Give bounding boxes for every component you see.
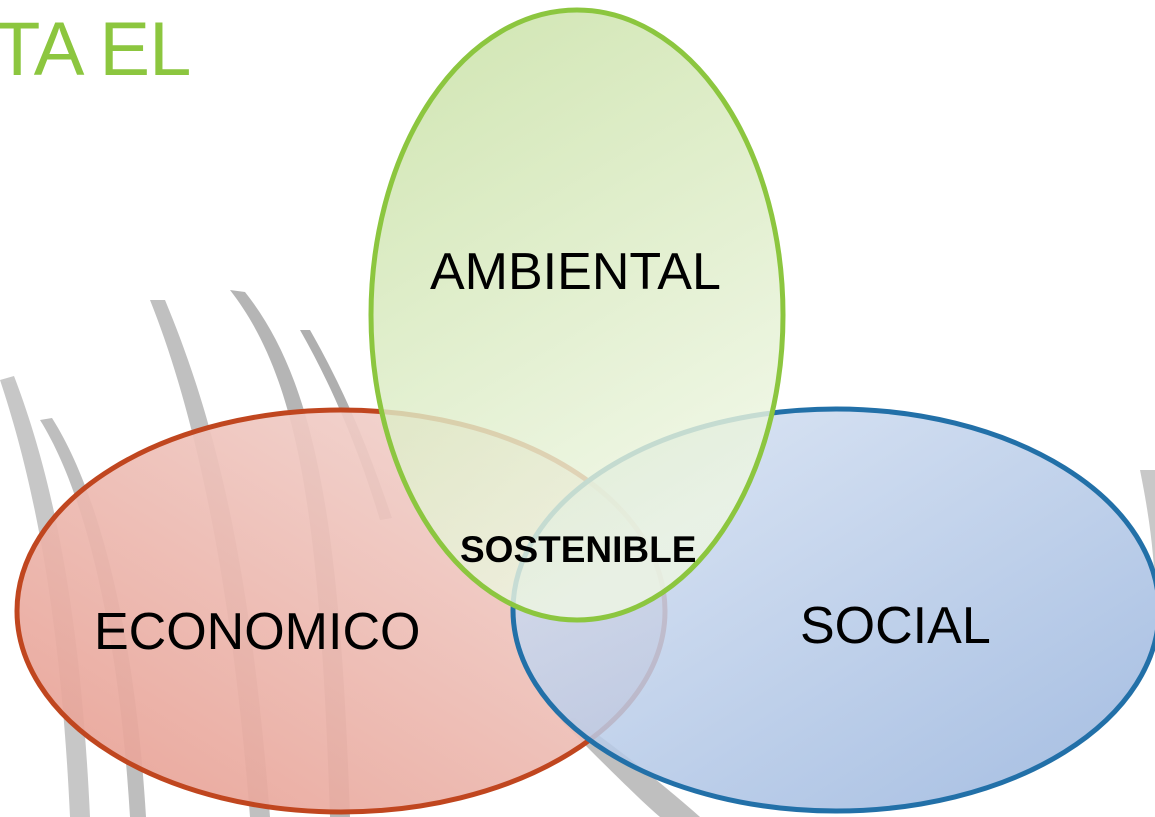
ambiental-circle (368, 7, 786, 623)
sostenible-label: SOSTENIBLE (460, 529, 697, 570)
slide-title-fragment: TA EL (0, 7, 191, 92)
social-label: SOCIAL (800, 597, 991, 655)
ambiental-label: AMBIENTAL (430, 243, 721, 301)
economico-label: ECONOMICO (94, 603, 421, 661)
